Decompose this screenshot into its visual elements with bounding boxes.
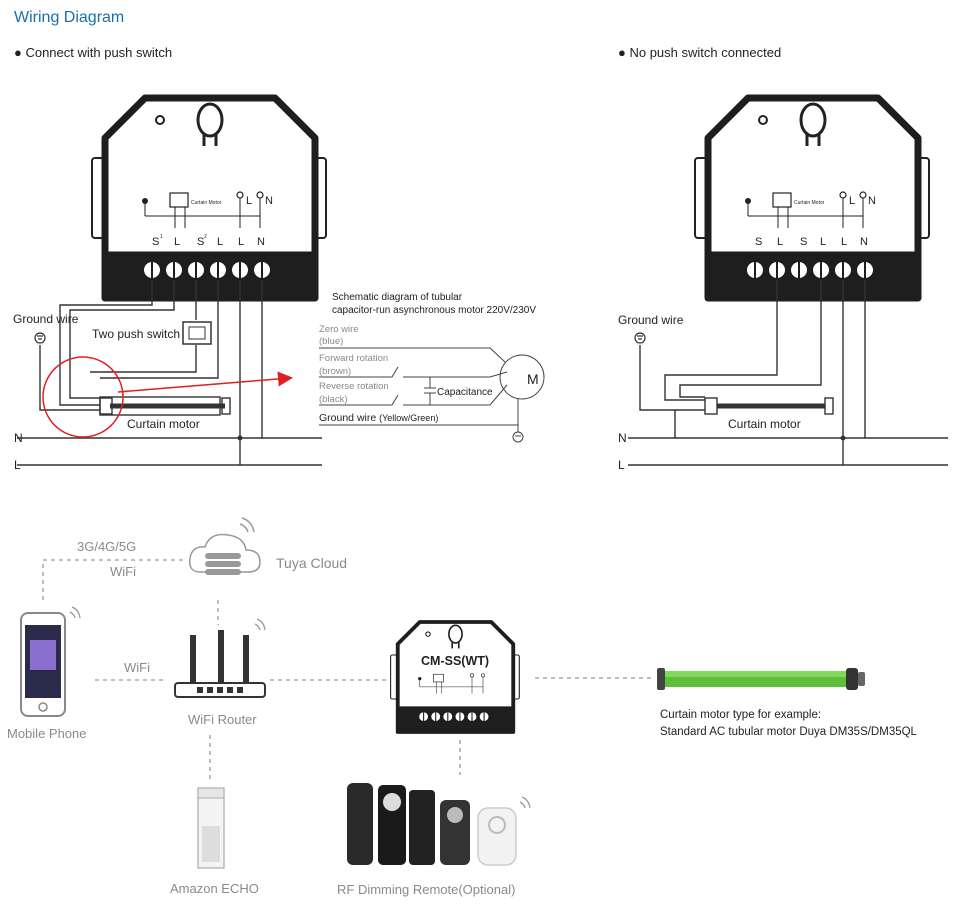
dashed-links (42, 559, 655, 780)
n-label-right: N (618, 431, 627, 445)
ground-icon-left (34, 332, 46, 344)
ground-icon-right (634, 332, 646, 344)
mobile-phone-label: Mobile Phone (7, 726, 87, 741)
right-wires (628, 280, 948, 466)
heading-push-switch: ● Connect with push switch (14, 45, 172, 60)
rf-remote-icon (347, 783, 531, 866)
terminal-l-right: L (841, 236, 847, 248)
reverse-label: Reverse rotation (319, 381, 389, 392)
highlight-arrow (117, 371, 293, 393)
inner-n-label: N (265, 195, 273, 207)
inner-motor-label-right: Curtain Motor (794, 200, 825, 206)
push-switch-inner (188, 326, 206, 340)
terminal-lout1: L (174, 236, 180, 248)
schematic-title-2: capacitor-run asynchronous motor 220V/23… (332, 305, 536, 316)
page-title: Wiring Diagram (14, 9, 124, 26)
cellular-label: 3G/4G/5G (77, 539, 136, 554)
inner-n-label-right: N (868, 195, 876, 207)
rf-remote-label: RF Dimming Remote(Optional) (337, 882, 515, 897)
terminal-n-right: N (860, 236, 868, 248)
n-label-left: N (14, 431, 23, 445)
module-right: Curtain Motor L N S L S L L N (695, 98, 929, 298)
wifi-top-label: WiFi (110, 564, 136, 579)
schematic-title-1: Schematic diagram of tubular (332, 292, 463, 303)
terminal-lout2-right: L (820, 236, 826, 248)
amazon-echo-icon (197, 787, 225, 869)
device-module-icon (388, 620, 522, 734)
terminal-lout1-right: L (777, 236, 783, 248)
motor-m-symbol: M (527, 371, 539, 387)
zero-wire-color: (blue) (319, 336, 343, 347)
left-wires (17, 280, 322, 466)
tuya-cloud-label: Tuya Cloud (276, 555, 347, 571)
terminal-l: L (238, 236, 244, 248)
motor-example-line1: Curtain motor type for example: (660, 709, 821, 721)
mobile-phone-icon (20, 606, 81, 717)
wifi-router-icon (174, 618, 266, 698)
reverse-color: (black) (319, 394, 348, 405)
wifi-router-label: WiFi Router (188, 712, 257, 727)
terminal-s1: S (152, 236, 159, 248)
forward-color: (brown) (319, 366, 351, 377)
terminal-sup2: 2 (204, 234, 207, 240)
ground-wire-label-left: Ground wire (13, 312, 79, 326)
terminal-s1-right: S (755, 236, 762, 248)
terminal-lout2: L (217, 236, 223, 248)
forward-label: Forward rotation (319, 353, 388, 364)
junction-dot (237, 435, 243, 441)
tubular-motor-icon (657, 668, 865, 690)
terminal-sup1: 1 (160, 234, 163, 240)
module-left: Curtain Motor L N S L S L L N 1 2 (92, 98, 326, 298)
ground-wire-label-right: Ground wire (618, 313, 684, 327)
inner-motor-label: Curtain Motor (191, 200, 222, 206)
amazon-echo-label: Amazon ECHO (170, 881, 259, 896)
highlight-circle (42, 356, 124, 438)
l-label-right: L (618, 458, 625, 472)
heading-no-push-switch: ● No push switch connected (618, 45, 781, 60)
inner-l-label-right: L (849, 195, 855, 207)
junction-dot-right (840, 435, 846, 441)
wifi-mid-label: WiFi (124, 660, 150, 675)
zero-wire-label: Zero wire (319, 324, 359, 335)
terminal-s2: S (197, 236, 204, 248)
terminal-n: N (257, 236, 265, 248)
device-name-label: CM-SS(WT) (421, 654, 489, 668)
terminal-s2-right: S (800, 236, 807, 248)
l-label-left: L (14, 458, 21, 472)
motor-example-line2: Standard AC tubular motor Duya DM35S/DM3… (660, 726, 918, 738)
cloud-icon (188, 517, 261, 575)
push-switch-label: Two push switch (92, 327, 180, 341)
ground-wire-schematic: Ground wire (Yellow/Green) (319, 412, 438, 424)
push-switch (182, 321, 212, 345)
schematic-wires (319, 347, 545, 443)
curtain-motor-label-left: Curtain motor (127, 417, 200, 431)
capacitance-label: Capacitance (437, 387, 493, 398)
curtain-motor-label-right: Curtain motor (728, 417, 801, 431)
inner-l-label: L (246, 195, 252, 207)
